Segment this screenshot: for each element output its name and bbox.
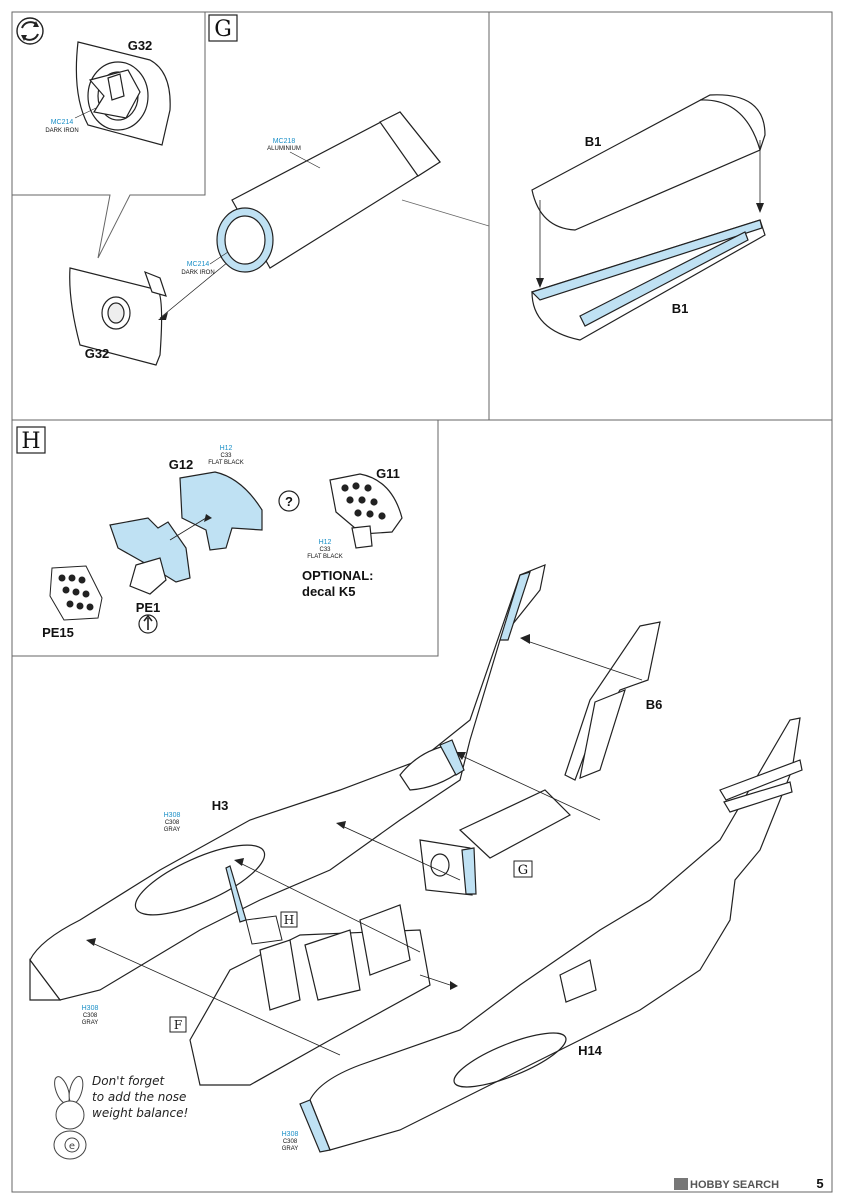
ref-label-h: H [284,913,294,927]
page-frame [11,11,833,1193]
part-jet-pipe-assembled [419,789,571,896]
svg-text:e: e [69,1141,75,1152]
part-g11 [329,473,403,549]
part-label-pe15: PE15 [42,625,74,640]
part-label-g32-top: G32 [128,38,153,53]
part-label-b1-top: B1 [585,134,602,149]
ref-label-f: F [174,1018,182,1032]
paint-name-aluminium: ALUMINIUM [267,146,301,152]
detail-callout [12,12,206,259]
note-line-3: weight balance! [92,1106,188,1120]
part-label-g12: G12 [169,457,194,472]
paint-code-h308-h3: H308 [164,812,181,819]
watermark: HOBBY SEARCH [674,1178,779,1191]
part-label-g11: G11 [376,466,400,481]
ref-box-h [280,911,298,928]
question-mark: ? [285,494,293,509]
paint-name-flat-black-g11: FLAT BLACK [307,554,342,560]
step-g-box [208,14,238,42]
part-g32-plate [69,267,167,366]
watermark-text: HOBBY SEARCH [690,1179,779,1191]
ref-box-g [513,860,533,878]
step-h-box [16,426,46,454]
paint-code-mc214-detail: MC214 [51,119,74,126]
paint-gunze-c308-h14: C308 [283,1139,298,1145]
ref-label-g: G [518,863,528,878]
step-h-frame [12,419,439,657]
part-g32-detail [75,41,171,146]
part-b6 [564,621,661,781]
paint-code-h308-nose: H308 [82,1005,99,1012]
paint-name-gray-nose: GRAY [82,1020,99,1026]
part-label-pe1: PE1 [136,600,161,615]
paint-name-dark-iron-detail: DARK IRON [45,128,78,134]
paint-code-h12-g12: H12 [220,445,233,452]
rabbit-mascot-icon: e [53,1075,87,1160]
paint-gunze-c308-h3: C308 [165,820,180,826]
note-line-1: Don't forget [92,1074,166,1088]
note-line-2: to add the nose [92,1090,186,1104]
paint-gunze-c33-g12: C33 [220,453,232,459]
paint-name-gray-h14: GRAY [282,1146,299,1152]
part-label-g32-bottom: G32 [85,346,110,361]
rotate-arrows-icon [16,17,44,45]
part-h14-fuselage-half [299,717,803,1153]
question-circle-icon: ? [278,490,300,512]
ref-box-f [169,1016,187,1033]
paint-code-mc218: MC218 [273,138,296,145]
part-b1-lower [530,219,766,341]
part-jet-pipe [216,111,441,273]
paint-name-flat-black-g12: FLAT BLACK [208,460,243,466]
paint-code-mc214-pipe: MC214 [187,261,210,268]
paint-gunze-c33-g11: C33 [319,547,331,553]
paint-code-h308-h14: H308 [282,1131,299,1138]
optional-label: OPTIONAL: [302,568,374,583]
flip-arrow-icon [138,614,158,634]
part-label-h14: H14 [578,1043,603,1058]
optional-decal: decal K5 [302,584,355,599]
step-h-label: H [21,429,40,454]
part-g12 [179,471,263,551]
paint-code-h12-g11: H12 [319,539,332,546]
page-number: 5 [816,1176,823,1191]
paint-name-gray-h3: GRAY [164,827,181,833]
part-h3-fuselage-half [29,564,546,1001]
part-instrument-panel [109,517,191,595]
part-label-h3: H3 [212,798,229,813]
part-cockpit-tub [189,904,431,1086]
part-label-b6: B6 [646,697,663,712]
step-g-label: G [214,17,232,42]
part-label-b1-bottom: B1 [672,301,689,316]
paint-name-dark-iron-pipe: DARK IRON [181,270,214,276]
part-pe15 [49,565,103,621]
paint-gunze-c308-nose: C308 [83,1013,98,1019]
part-b1-upper [531,94,766,231]
